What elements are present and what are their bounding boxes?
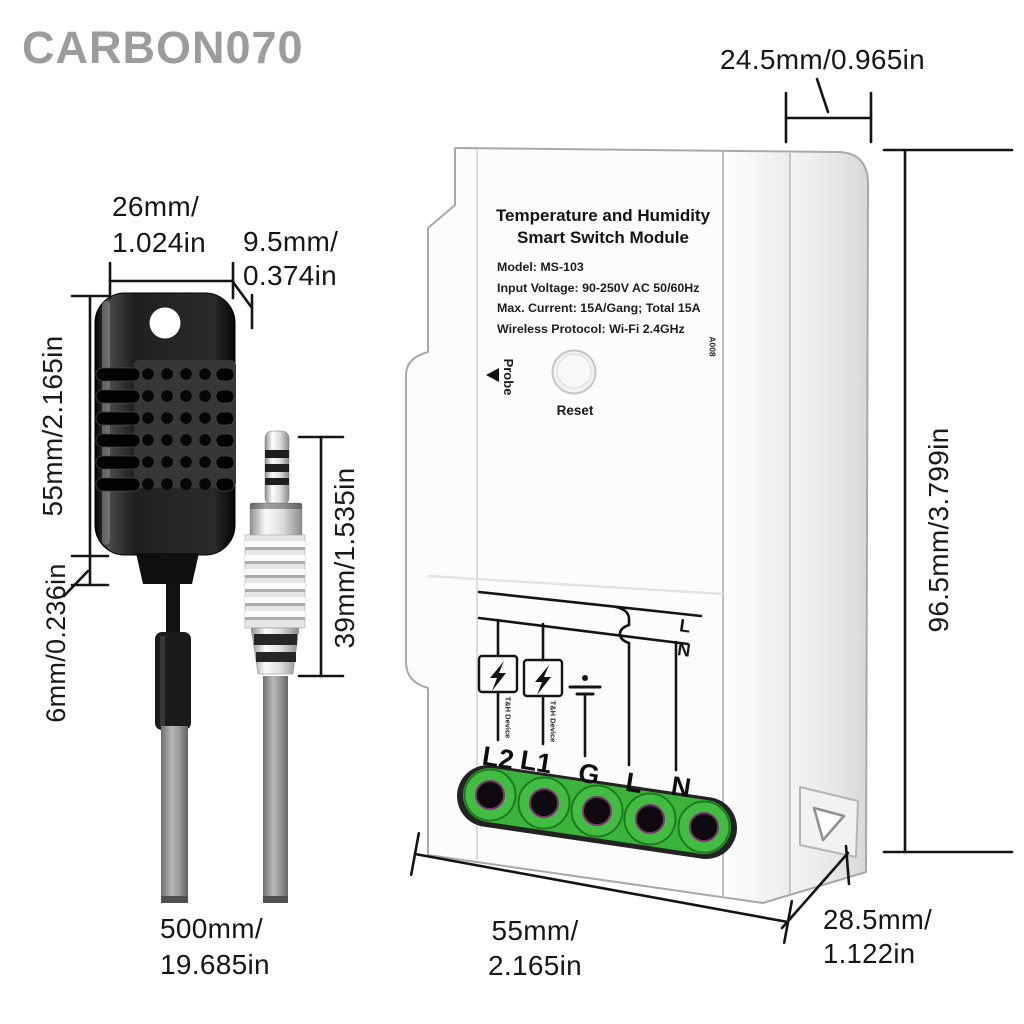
dim-plug-length-lines: [297, 435, 345, 678]
module-title: Temperature and Humidity Smart Switch Mo…: [468, 205, 738, 248]
dim-module-top-leader: [815, 77, 830, 114]
audio-jack-plug: [244, 430, 306, 903]
watermark: Carbon070: [22, 22, 304, 73]
dim-module-top-depth-lines: [784, 77, 873, 144]
dim-module-bottom-depth-line1: 28.5mm/: [823, 904, 933, 935]
dim-probe-depth: 9.5mm/ 0.374in: [243, 225, 338, 293]
load1-label: T&H Device: [503, 696, 513, 739]
dim-module-width-line1: 55mm/: [491, 915, 579, 946]
lightning-icon: [490, 661, 506, 691]
neutral-line-label: N: [676, 639, 692, 661]
module-title-line1: Temperature and Humidity: [495, 206, 711, 225]
neutral-line: [477, 616, 690, 646]
dim-probe-width-lines: [108, 261, 235, 300]
dim-probe-tail-leader: [62, 569, 90, 598]
dim-module-height: 96.5mm/3.799in: [922, 427, 954, 633]
spec-voltage: Input Voltage: 90-250V AC 50/60Hz: [497, 280, 700, 295]
dim-probe-depth-lines: [231, 280, 254, 330]
terminal-l1: [517, 776, 571, 830]
probe-sensor: [94, 292, 236, 903]
terminal-n: [677, 800, 731, 854]
probe-vent-holes: [142, 368, 211, 490]
dim-module-bottom-depth-lines: [780, 844, 851, 930]
dim-probe-height: 55mm/2.165in: [36, 335, 68, 517]
dim-probe-width-line2: 1.024in: [112, 227, 206, 258]
dim-probe-tail: 6mm/0.236in: [40, 563, 71, 723]
reset-label: Reset: [556, 403, 594, 418]
dim-probe-width-line1: 26mm/: [112, 191, 200, 222]
probe-mounting-hole: [149, 307, 181, 339]
jack-cable: [263, 676, 288, 903]
live-line-label: L: [678, 615, 692, 637]
dim-module-top-depth: 24.5mm/0.965in: [720, 44, 925, 75]
sensor-cable: [161, 726, 188, 903]
wiring-diagram: [477, 590, 703, 772]
module-front-face: [406, 148, 723, 897]
dim-module-bottom-depth-line2: 1.122in: [823, 938, 916, 969]
dimension-lines: [62, 77, 1014, 944]
terminal-l2: [463, 768, 517, 822]
module-title-line2: Smart Switch Module: [517, 227, 689, 247]
terminal-g: [570, 784, 624, 838]
mounting-ear: [799, 786, 859, 858]
dim-probe-width: 26mm/ 1.024in: [112, 189, 206, 261]
dim-probe-depth-line2: 0.374in: [243, 260, 337, 291]
spec-model: Model: MS-103: [497, 260, 584, 274]
live-line: [477, 590, 703, 618]
live-branch-hop: [614, 605, 631, 767]
module-specs: Model: MS-103 Input Voltage: 90-250V AC …: [497, 257, 701, 339]
probe-grille: [95, 367, 235, 492]
dim-probe-height-lines: [62, 294, 110, 598]
mounting-hole: [812, 806, 846, 842]
probe-neck: [136, 553, 199, 584]
lightning-icon: [535, 665, 551, 695]
load2-label: T&H Device: [548, 700, 558, 743]
dim-cable-length-line1: 500mm/: [160, 913, 263, 944]
dim-module-width-line2: 2.165in: [488, 950, 582, 981]
module-side-face: [790, 152, 868, 894]
dim-cable-length-line2: 19.685in: [160, 949, 270, 980]
dim-probe-depth-line1: 9.5mm/: [243, 226, 339, 257]
dim-module-bottom-depth: 28.5mm/ 1.122in: [823, 903, 932, 971]
module-mid-seam: [427, 574, 724, 596]
dim-plug-length: 39mm/1.535in: [328, 467, 360, 649]
terminal-l: [623, 792, 677, 846]
module-outline: [405, 147, 869, 904]
side-code: A008: [708, 336, 718, 357]
spec-wireless: Wireless Protocol: Wi-Fi 2.4GHz: [497, 321, 685, 336]
dim-module-width: 55mm/ 2.165in: [473, 913, 597, 983]
terminal-block: [457, 765, 737, 859]
probe-arrow-icon: [486, 368, 499, 382]
spec-current: Max. Current: 15A/Gang; Total 15A: [497, 301, 701, 315]
jack-ribs: [245, 541, 305, 620]
dim-module-height-lines: [882, 148, 1014, 854]
dim-cable-length: 500mm/ 19.685in: [160, 911, 270, 983]
module-body: [405, 147, 869, 904]
probe-port-label: Probe: [501, 358, 517, 396]
module-corner-strip: [723, 152, 790, 903]
reset-button: [551, 349, 597, 395]
